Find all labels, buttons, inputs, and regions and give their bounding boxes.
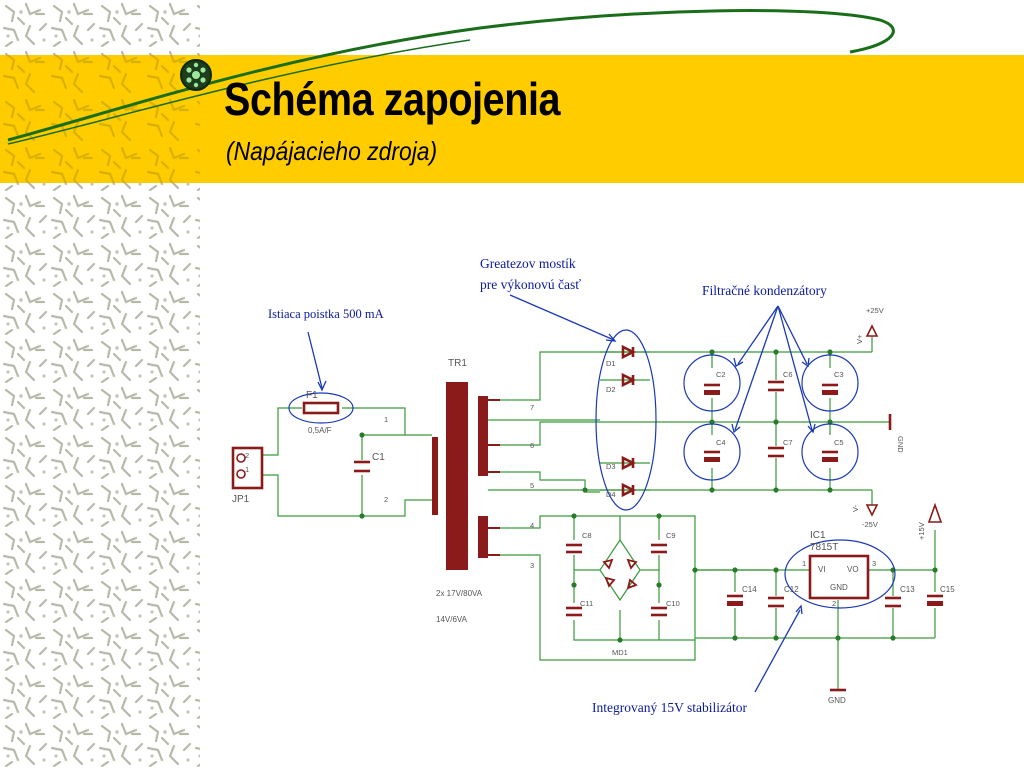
c6-label: C6 <box>783 370 793 379</box>
capacitor-c11 <box>566 606 582 617</box>
capacitor-c9 <box>651 543 667 554</box>
wires <box>262 336 936 690</box>
ic1-gnd-label: GND <box>830 583 848 592</box>
md1-label: MD1 <box>612 648 628 657</box>
c5-label: C5 <box>834 438 844 447</box>
capacitor-c4 <box>683 423 741 481</box>
capacitor-c12 <box>768 596 784 608</box>
fuse-f1 <box>288 392 354 424</box>
bridge-md1 <box>599 538 641 602</box>
annotation-arrows <box>307 294 816 693</box>
c3-label: C3 <box>834 370 844 379</box>
capacitor-c1 <box>354 460 370 473</box>
c9-label: C9 <box>666 531 676 540</box>
capacitor-c13 <box>885 596 901 608</box>
d1-label: D1 <box>606 359 616 368</box>
vminus-label: V- <box>851 504 860 512</box>
pin6-label: 6 <box>530 441 534 450</box>
c13-label: C13 <box>900 585 915 594</box>
gnd-bottom-label: GND <box>828 696 846 705</box>
c4-label: C4 <box>716 438 726 447</box>
transformer-tr1 <box>432 382 500 570</box>
minus25-label: -25V <box>862 520 878 529</box>
c10-label: C10 <box>666 599 680 608</box>
pin4-label: 4 <box>530 521 534 530</box>
slide-title: Schéma zapojenia <box>224 73 561 125</box>
jp1-pin1-label: 1 <box>245 465 249 474</box>
diode-d2 <box>621 372 636 388</box>
c1-label: C1 <box>372 452 385 463</box>
gnd-rail-label: GND <box>896 436 905 453</box>
jp1-connector <box>231 446 264 490</box>
ic1-part-label: 7815T <box>810 542 838 553</box>
capacitor-c2 <box>683 354 741 412</box>
pin7-label: 7 <box>530 403 534 412</box>
f1-value: 0,5A/F <box>308 426 332 435</box>
capacitor-c10 <box>651 606 667 617</box>
diode-d4 <box>621 482 636 498</box>
tr1-label: TR1 <box>448 358 467 369</box>
c2-label: C2 <box>716 370 726 379</box>
jp1-label: JP1 <box>232 494 250 505</box>
tr1-rating-2: 14V/6VA <box>436 615 468 624</box>
node-icon <box>180 59 212 91</box>
pin1-label: 1 <box>384 415 388 424</box>
bridge-highlight <box>595 329 657 511</box>
c7-label: C7 <box>783 438 793 447</box>
ic1-pin2-label: 2 <box>832 599 836 608</box>
pin2-label: 2 <box>384 495 388 504</box>
d3-label: D3 <box>606 462 616 471</box>
capacitor-c8 <box>566 543 582 554</box>
capacitor-c6 <box>768 380 784 392</box>
diode-d1 <box>621 344 636 360</box>
bridge-annotation-line2: pre výkonovú časť <box>480 277 581 292</box>
capacitor-c7 <box>768 446 784 458</box>
plus15-label: +15V <box>917 522 926 540</box>
jp1-pin2-label: 2 <box>245 451 249 460</box>
junction-dots <box>359 349 938 643</box>
capacitor-c5 <box>801 423 859 481</box>
pin3-label: 3 <box>530 561 534 570</box>
decorative-swoosh <box>7 9 895 145</box>
ic1-vo-label: VO <box>847 565 859 574</box>
pin5-label: 5 <box>530 481 534 490</box>
diode-d3 <box>621 455 636 471</box>
capacitor-c15 <box>927 594 943 606</box>
filter-annotation: Filtračné kondenzátory <box>702 283 827 298</box>
c14-label: C14 <box>742 585 757 594</box>
plus25-label: +25V <box>866 306 884 315</box>
minus25-arrow-icon <box>865 504 879 517</box>
regulator-ic1 <box>784 539 896 609</box>
d4-label: D4 <box>606 490 616 499</box>
c8-label: C8 <box>582 531 592 540</box>
plus25-arrow-icon <box>865 324 879 337</box>
plus15-arrow-icon <box>927 502 943 523</box>
ic1-vi-label: VI <box>818 565 826 574</box>
regulator-annotation: Integrovaný 15V stabilizátor <box>592 700 747 715</box>
ic1-label: IC1 <box>810 530 826 541</box>
f1-label: F1 <box>306 390 318 401</box>
vplus-label: V+ <box>855 334 864 344</box>
slide-subtitle: (Napájacieho zdroja) <box>226 136 438 166</box>
c15-label: C15 <box>940 585 955 594</box>
capacitor-c3 <box>801 354 859 412</box>
bridge-annotation-line1: Greatezov mostík <box>480 256 576 271</box>
c11-label: C11 <box>580 599 593 608</box>
fuse-annotation: Istiaca poistka 500 mA <box>268 307 384 321</box>
capacitor-c14 <box>727 594 743 606</box>
tr1-rating-1: 2x 17V/80VA <box>436 589 483 598</box>
ic1-pin3-label: 3 <box>872 559 876 568</box>
banner-pattern-overlay <box>0 55 200 183</box>
ic1-pin1-label: 1 <box>802 559 806 568</box>
d2-label: D2 <box>606 385 616 394</box>
